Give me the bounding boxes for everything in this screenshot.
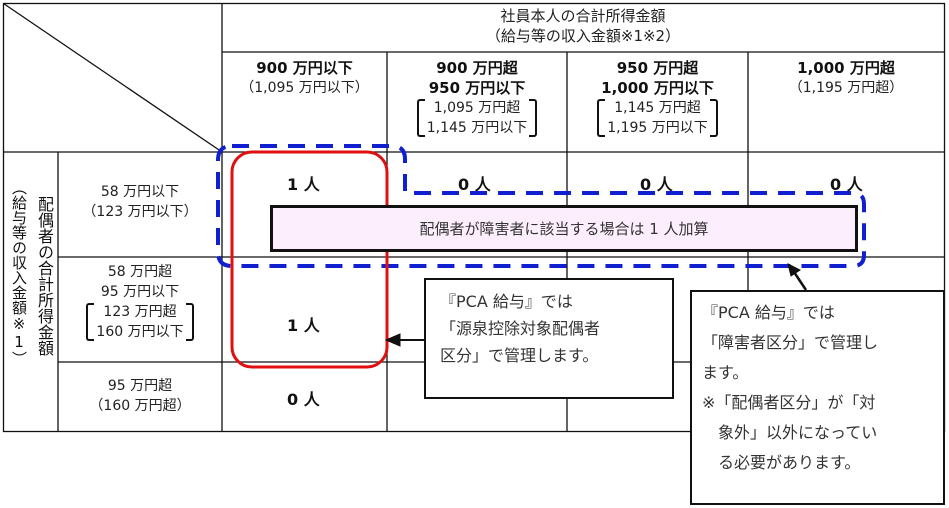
count-r1-c2: 0 人 bbox=[458, 175, 491, 194]
callout-line: ます。 bbox=[702, 363, 749, 382]
row-header-sub: 123 万円超 bbox=[103, 304, 177, 320]
disability-note-text: 配偶者が障害者に該当する場合は 1 人加算 bbox=[419, 220, 709, 238]
row-header-sub: 160 万円以下 bbox=[96, 324, 184, 340]
column-header-main: 950 万円以下 bbox=[428, 79, 526, 97]
row-header-main: 95 万円超 bbox=[107, 378, 173, 394]
row-header-2: 58 万円超 95 万円以下 123 万円超 160 万円以下 bbox=[58, 262, 222, 342]
column-header-sub: 1,095 万円超 bbox=[433, 100, 521, 116]
column-header-main: 900 万円超 bbox=[436, 59, 518, 77]
corner-diagonal bbox=[3, 2, 223, 153]
column-header-sub-bracketed: 1,145 万円超 1,195 万円以下 bbox=[597, 98, 718, 138]
arrow-left-callout bbox=[384, 333, 424, 347]
row-header-main: 58 万円超 bbox=[107, 264, 173, 280]
callout-line: 象外」以外になってい bbox=[702, 423, 878, 442]
callout-line: 『PCA 給与』では bbox=[702, 303, 835, 322]
column-header-4: 1,000 万円超 （1,195 万円超） bbox=[748, 58, 944, 98]
header-title: 社員本人の合計所得金額 （給与等の収入金額※1※2） bbox=[222, 6, 944, 46]
row-header-title: 配偶者の合計所得金額 bbox=[35, 196, 54, 356]
red-highlight-box bbox=[230, 150, 389, 369]
callout-left: 『PCA 給与』では 「源泉控除対象配偶者 区分」で管理します。 bbox=[424, 278, 674, 399]
header-title-line1: 社員本人の合計所得金額 bbox=[500, 7, 666, 25]
callout-right: 『PCA 給与』では 「障害者区分」で管理し ます。 ※「配偶者区分」が「対 象… bbox=[690, 290, 945, 505]
row-header-sub: （123 万円以下） bbox=[82, 204, 198, 220]
header-title-line2: （給与等の収入金額※1※2） bbox=[485, 27, 681, 45]
blue-dashed-outline bbox=[216, 144, 866, 268]
column-header-1: 900 万円以下 （1,095 万円以下） bbox=[222, 58, 387, 98]
column-header-2: 900 万円超 950 万円以下 1,095 万円超 1,145 万円以下 bbox=[387, 58, 567, 138]
callout-line: 「源泉控除対象配偶者 bbox=[440, 319, 601, 338]
row-header-1: 58 万円以下 （123 万円以下） bbox=[58, 182, 222, 222]
callout-line: 「障害者区分」で管理し bbox=[702, 333, 879, 352]
count-r1-c3: 0 人 bbox=[640, 175, 673, 194]
count-r2-c1: 1 人 bbox=[287, 316, 320, 335]
disability-note-box: 配偶者が障害者に該当する場合は 1 人加算 bbox=[270, 205, 858, 252]
column-header-main: 950 万円超 bbox=[616, 59, 699, 77]
column-header-sub: 1,195 万円以下 bbox=[607, 120, 708, 136]
column-header-sub: 1,145 万円以下 bbox=[426, 120, 528, 136]
column-header-sub: （1,095 万円以下） bbox=[240, 80, 369, 96]
row-header-3: 95 万円超 （160 万円超） bbox=[58, 376, 222, 416]
column-header-3: 950 万円超 1,000 万円以下 1,145 万円超 1,195 万円以下 bbox=[567, 58, 748, 138]
count-r3-c1: 0 人 bbox=[287, 390, 320, 409]
callout-line: ※「配偶者区分」が「対 bbox=[702, 393, 876, 412]
count-r1-c1: 1 人 bbox=[287, 175, 320, 194]
callout-line: 『PCA 給与』では bbox=[440, 292, 573, 311]
count-r1-c4: 0 人 bbox=[830, 175, 863, 194]
callout-line: 区分」で管理します。 bbox=[440, 346, 599, 365]
column-header-sub: 1,145 万円超 bbox=[614, 100, 701, 116]
row-header-sub: （160 万円超） bbox=[89, 398, 191, 414]
column-header-main: 900 万円以下 bbox=[256, 59, 353, 77]
column-header-main: 1,000 万円以下 bbox=[601, 79, 714, 97]
arrow-right-callout bbox=[787, 263, 808, 291]
row-header-subtitle: （給与等の収入金額※1） bbox=[10, 180, 28, 366]
column-header-main: 1,000 万円超 bbox=[797, 59, 895, 77]
callout-line: る必要があります。 bbox=[702, 453, 861, 472]
column-header-sub: （1,195 万円超） bbox=[788, 80, 904, 96]
row-header-main: 58 万円以下 bbox=[100, 184, 180, 200]
row-header-main: 95 万円以下 bbox=[100, 284, 180, 300]
table-border bbox=[2, 2, 946, 433]
column-header-sub-bracketed: 1,095 万円超 1,145 万円以下 bbox=[416, 98, 538, 138]
row-header-sub-bracketed: 123 万円超 160 万円以下 bbox=[86, 302, 194, 342]
